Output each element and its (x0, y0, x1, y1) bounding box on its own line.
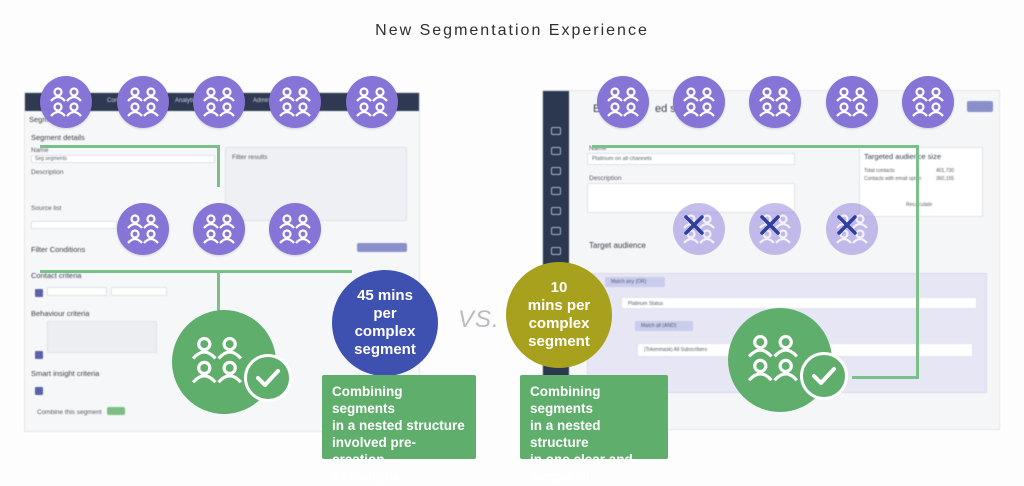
crossed-out-group-icon (826, 203, 878, 255)
new-connector-line (916, 145, 919, 379)
new-ui-name-field: Platinum on all channels (587, 153, 795, 165)
audience-group-icon (269, 203, 321, 255)
old-time-bubble: 45 mins per complex segment (332, 270, 438, 376)
new-ui-sidebar-icon (551, 147, 561, 155)
old-ui-filter-results-box: Filter results (225, 147, 407, 221)
old-ui-add-contact-button (35, 289, 43, 297)
old-time-label: segment (354, 341, 416, 358)
old-ui-add-behaviour-button (35, 351, 43, 359)
new-ui-match-any-tag: Match any (OR) (605, 277, 665, 287)
old-ui-add-insight-button (35, 387, 43, 395)
audience-group-icon (40, 76, 92, 128)
old-ui-name-field: Seg segments (31, 155, 215, 163)
old-approach-caption: Combining segments in a nested structure… (322, 375, 476, 484)
audience-group-icon (597, 76, 649, 128)
checkmark-icon (244, 354, 292, 402)
old-time-label: per (373, 305, 397, 322)
old-ui-smart-insight: Smart insight criteria (31, 369, 100, 378)
new-approach-caption: Combining segments in a nested structure… (520, 375, 668, 484)
crossed-out-group-icon (749, 203, 801, 255)
audience-group-icon (269, 76, 321, 128)
old-time-value: 45 mins (357, 287, 413, 304)
audience-group-icon (193, 203, 245, 255)
old-ui-filter-conditions: Filter Conditions (31, 245, 86, 254)
new-ui-sidebar (543, 91, 569, 429)
old-connector-line (40, 270, 352, 273)
old-ui-source-list-label: Source list (31, 205, 62, 212)
new-ui-sidebar-icon (551, 167, 561, 175)
audience-group-icon (826, 76, 878, 128)
old-ui-description-label: Description (31, 169, 64, 176)
old-ui-segment-details: Segment details (31, 133, 85, 142)
old-ui-create-button (357, 243, 407, 252)
audience-group-icon (193, 76, 245, 128)
new-ui-save-button (967, 101, 993, 112)
old-ui-combine-label: Combine this segment (37, 409, 102, 416)
old-ui-tab-analytics: Analytics (175, 98, 200, 104)
vs-label: VS. (458, 306, 500, 333)
new-ui-target-audience: Target audience (589, 241, 646, 250)
new-connector-line (592, 145, 918, 148)
audience-group-icon (673, 76, 725, 128)
new-time-bubble: 10 mins per complex segment (506, 262, 612, 368)
new-ui-name-label: Name (589, 145, 607, 152)
new-time-label: complex (528, 315, 590, 332)
new-ui-sidebar-icon (551, 247, 561, 255)
audience-group-icon (117, 203, 169, 255)
old-time-label: complex (354, 323, 416, 340)
new-ui-description-label: Description (589, 175, 622, 182)
audience-group-icon (902, 76, 954, 128)
old-connector-line (217, 272, 220, 314)
new-time-label: segment (528, 333, 590, 350)
new-ui-heading-tail: ed s (655, 103, 676, 115)
new-ui-audience-size-card: Targeted audience size Total contacts 40… (859, 147, 983, 217)
old-connector-line (217, 145, 220, 187)
old-ui-behaviour-criteria: Behaviour criteria (31, 309, 90, 318)
new-ui-heading: E (593, 103, 601, 115)
new-time-label: mins per (527, 297, 591, 314)
new-time-value: 10 (550, 279, 568, 296)
new-ui-platinum-rule: Platinum Status (621, 297, 977, 309)
old-ui-tab-admin: Admin (253, 98, 271, 104)
old-connector-line (40, 145, 220, 148)
checkmark-icon (800, 352, 848, 400)
old-ui-criteria-field-1 (47, 287, 107, 296)
old-ui-segment-title: Segment (29, 115, 60, 124)
audience-group-icon (117, 76, 169, 128)
old-ui-save-button (107, 407, 125, 415)
new-ui-match-all-tag: Match all (AND) (635, 321, 693, 331)
crossed-out-group-icon (673, 203, 725, 255)
old-ui-behaviour-box (47, 321, 157, 353)
new-ui-sidebar-icon (551, 227, 561, 235)
old-ui-criteria-field-2 (111, 287, 167, 296)
new-ui-sidebar-icon (551, 127, 561, 135)
audience-group-icon (749, 76, 801, 128)
slide-title: New Segmentation Experience (375, 22, 649, 39)
new-connector-line (852, 376, 919, 379)
new-ui-sidebar-icon (551, 187, 561, 195)
old-ui-name-label: Name (31, 147, 49, 154)
audience-group-icon (346, 76, 398, 128)
old-ui-contact-criteria: Contact criteria (31, 271, 82, 280)
old-ui-source-select (31, 221, 117, 229)
new-ui-sidebar-icon (551, 207, 561, 215)
